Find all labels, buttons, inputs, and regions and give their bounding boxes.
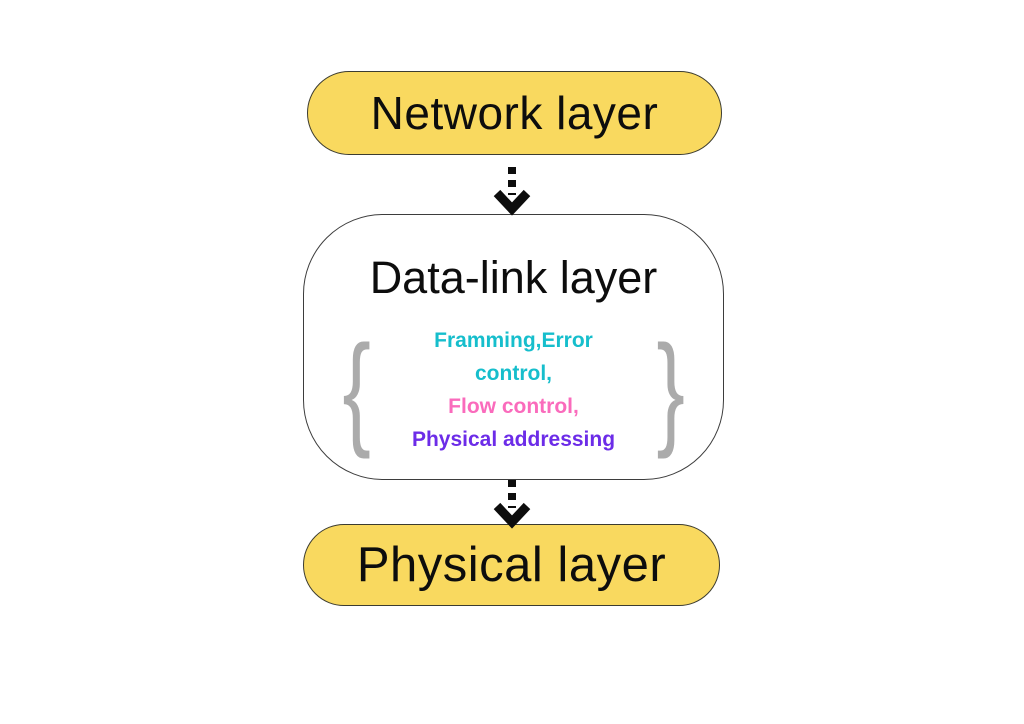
datalink-functions-group: { Framming,Error control, Flow control, …: [304, 315, 723, 465]
datalink-layer-node: Data-link layer { Framming,Error control…: [303, 214, 724, 480]
function-line-physical-addressing: Physical addressing: [411, 428, 616, 451]
left-brace-icon: {: [342, 320, 371, 460]
right-brace-icon: }: [656, 320, 685, 460]
function-line-framing-error-1: Framming,Error: [434, 329, 593, 352]
function-line-flow-control: Flow control,: [448, 395, 579, 418]
network-layer-label: Network layer: [370, 87, 659, 139]
datalink-layer-title: Data-link layer: [369, 252, 658, 303]
dotted-arrow-down-icon: [493, 480, 531, 529]
physical-layer-node: Physical layer: [303, 524, 720, 606]
function-list: Framming,Error control, Flow control, Ph…: [387, 324, 641, 456]
function-line-framing-error-2: control,: [475, 362, 552, 385]
dotted-arrow-down-icon: [493, 167, 531, 216]
network-layer-node: Network layer: [307, 71, 722, 155]
physical-layer-label: Physical layer: [356, 538, 667, 592]
